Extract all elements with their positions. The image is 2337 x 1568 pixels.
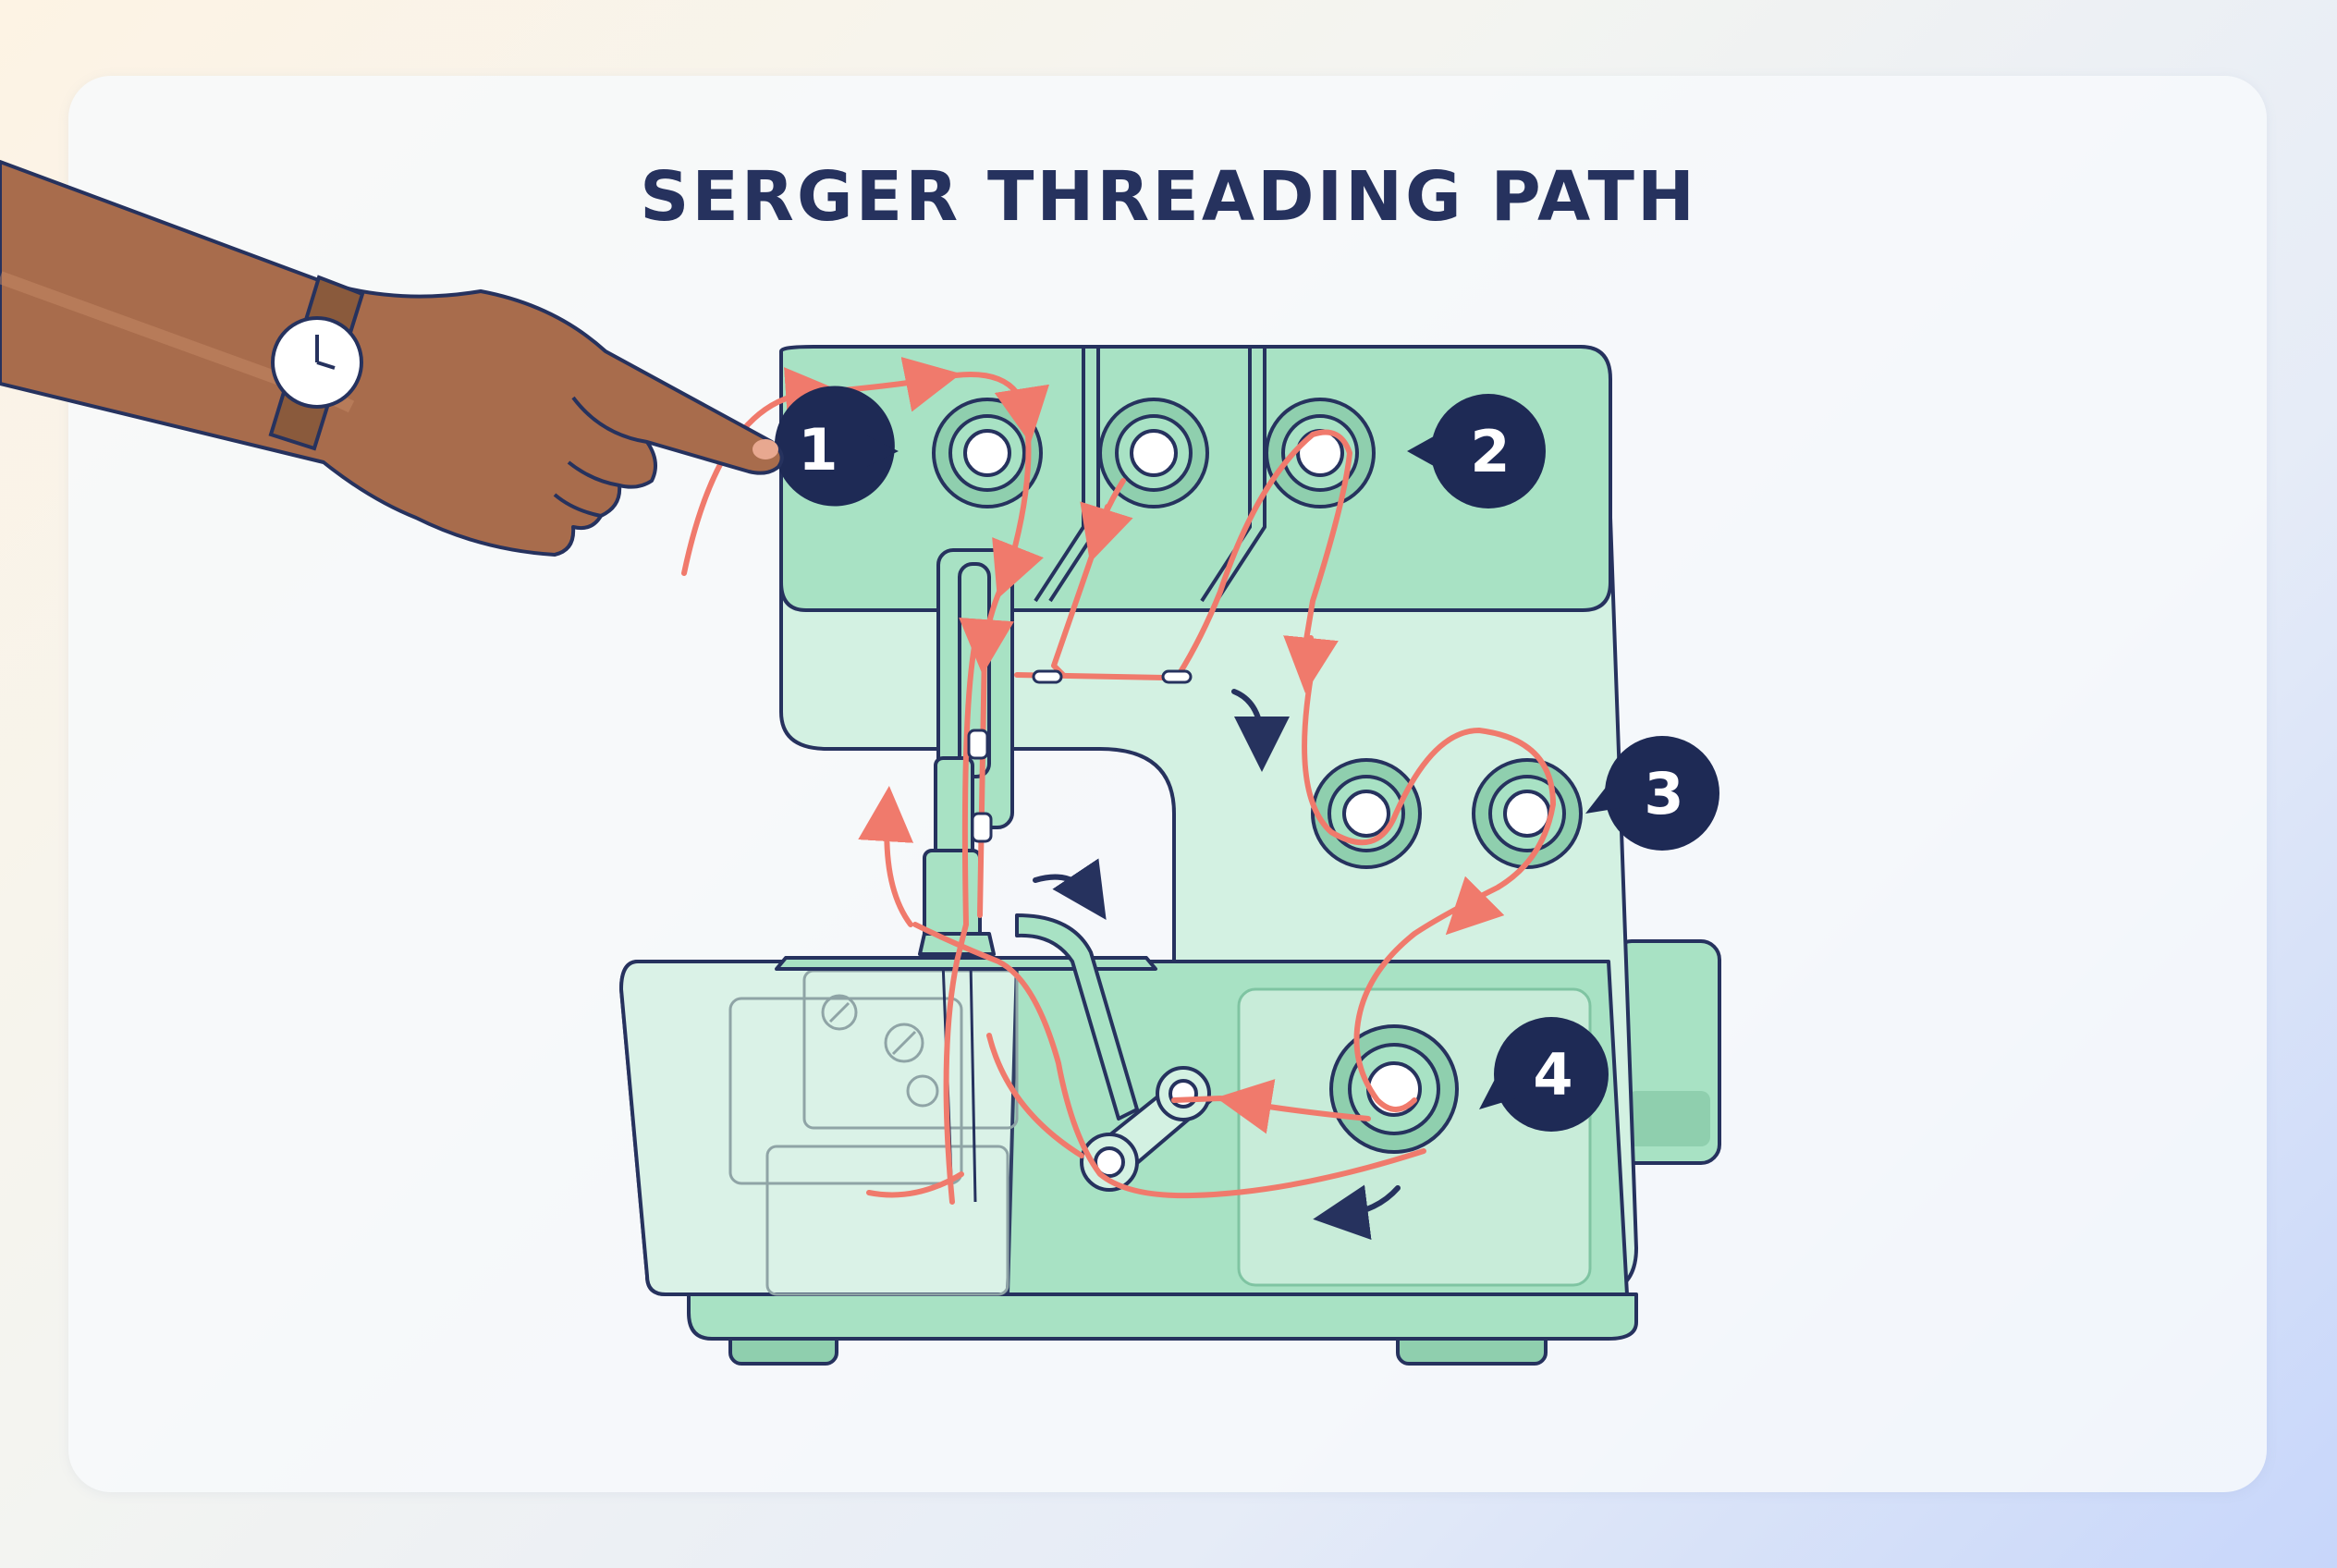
cover-panel-divider — [1215, 347, 1266, 603]
thread-path — [681, 357, 1556, 1205]
direction-arrow-icon — [1033, 689, 1401, 1241]
tension-dial-5 — [1472, 758, 1583, 869]
pointing-hand-icon — [0, 160, 784, 557]
step-number: 1 — [798, 416, 838, 484]
thread-guides — [967, 669, 1193, 843]
tension-dial-6 — [1329, 1024, 1459, 1154]
step-badge-3: 3 — [1585, 736, 1719, 851]
step-number: 3 — [1644, 760, 1683, 827]
machine-base — [687, 1292, 1638, 1341]
looper-arm — [1015, 913, 1139, 1121]
tension-dial-3 — [1265, 398, 1376, 508]
needle — [969, 961, 977, 1203]
wristwatch-icon — [268, 275, 365, 451]
step-number: 4 — [1533, 1041, 1572, 1109]
tension-dial-4 — [1311, 758, 1422, 869]
cover-panel-divider — [1200, 347, 1252, 603]
step-badge-1: 1 — [774, 386, 899, 507]
step-badge-2: 2 — [1407, 394, 1546, 508]
step-number: 2 — [1470, 418, 1510, 485]
step-badge-4: 4 — [1479, 1017, 1609, 1132]
diagram-title: SERGER THREADING PATH — [640, 157, 1697, 237]
tension-dial-2 — [1098, 398, 1209, 508]
